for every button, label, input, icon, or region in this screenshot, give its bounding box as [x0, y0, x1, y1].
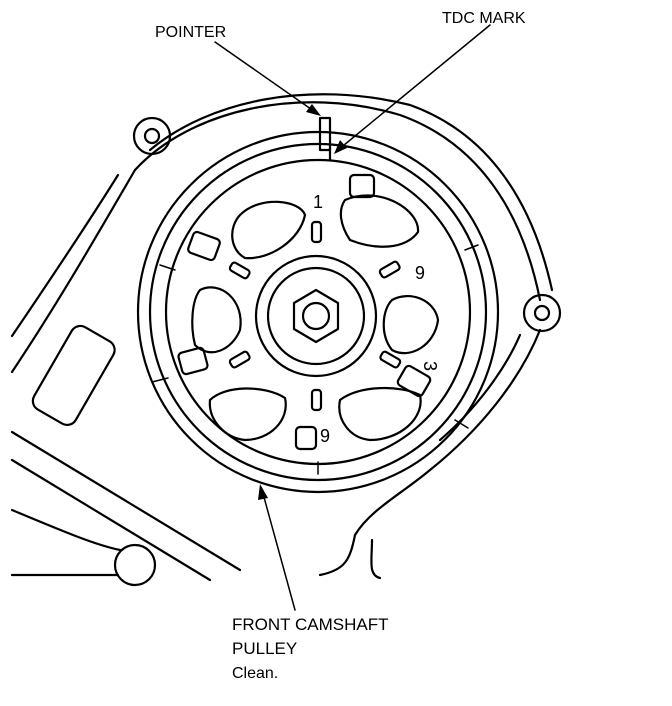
pulley-label-line2: PULLEY: [232, 639, 297, 658]
pulley-note: Clean.: [232, 665, 278, 682]
pulley-mark-3: 3: [420, 361, 440, 371]
camshaft-pulley: [136, 130, 500, 494]
pointer-leader: [214, 41, 321, 116]
pulley-mark-9: 9: [320, 426, 330, 446]
pulley-label-line1: FRONT CAMSHAFT: [232, 615, 388, 634]
pointer: [318, 116, 332, 152]
pointer-label: POINTER: [155, 24, 226, 41]
pulley-mark-6: 6: [415, 262, 425, 282]
pulley-mark-1: 1: [313, 192, 323, 212]
tdc-mark-label: TDC MARK: [442, 10, 526, 27]
tdc-leader: [334, 24, 491, 154]
pulley-leader: [258, 484, 296, 611]
timing-cover: [10, 93, 562, 587]
